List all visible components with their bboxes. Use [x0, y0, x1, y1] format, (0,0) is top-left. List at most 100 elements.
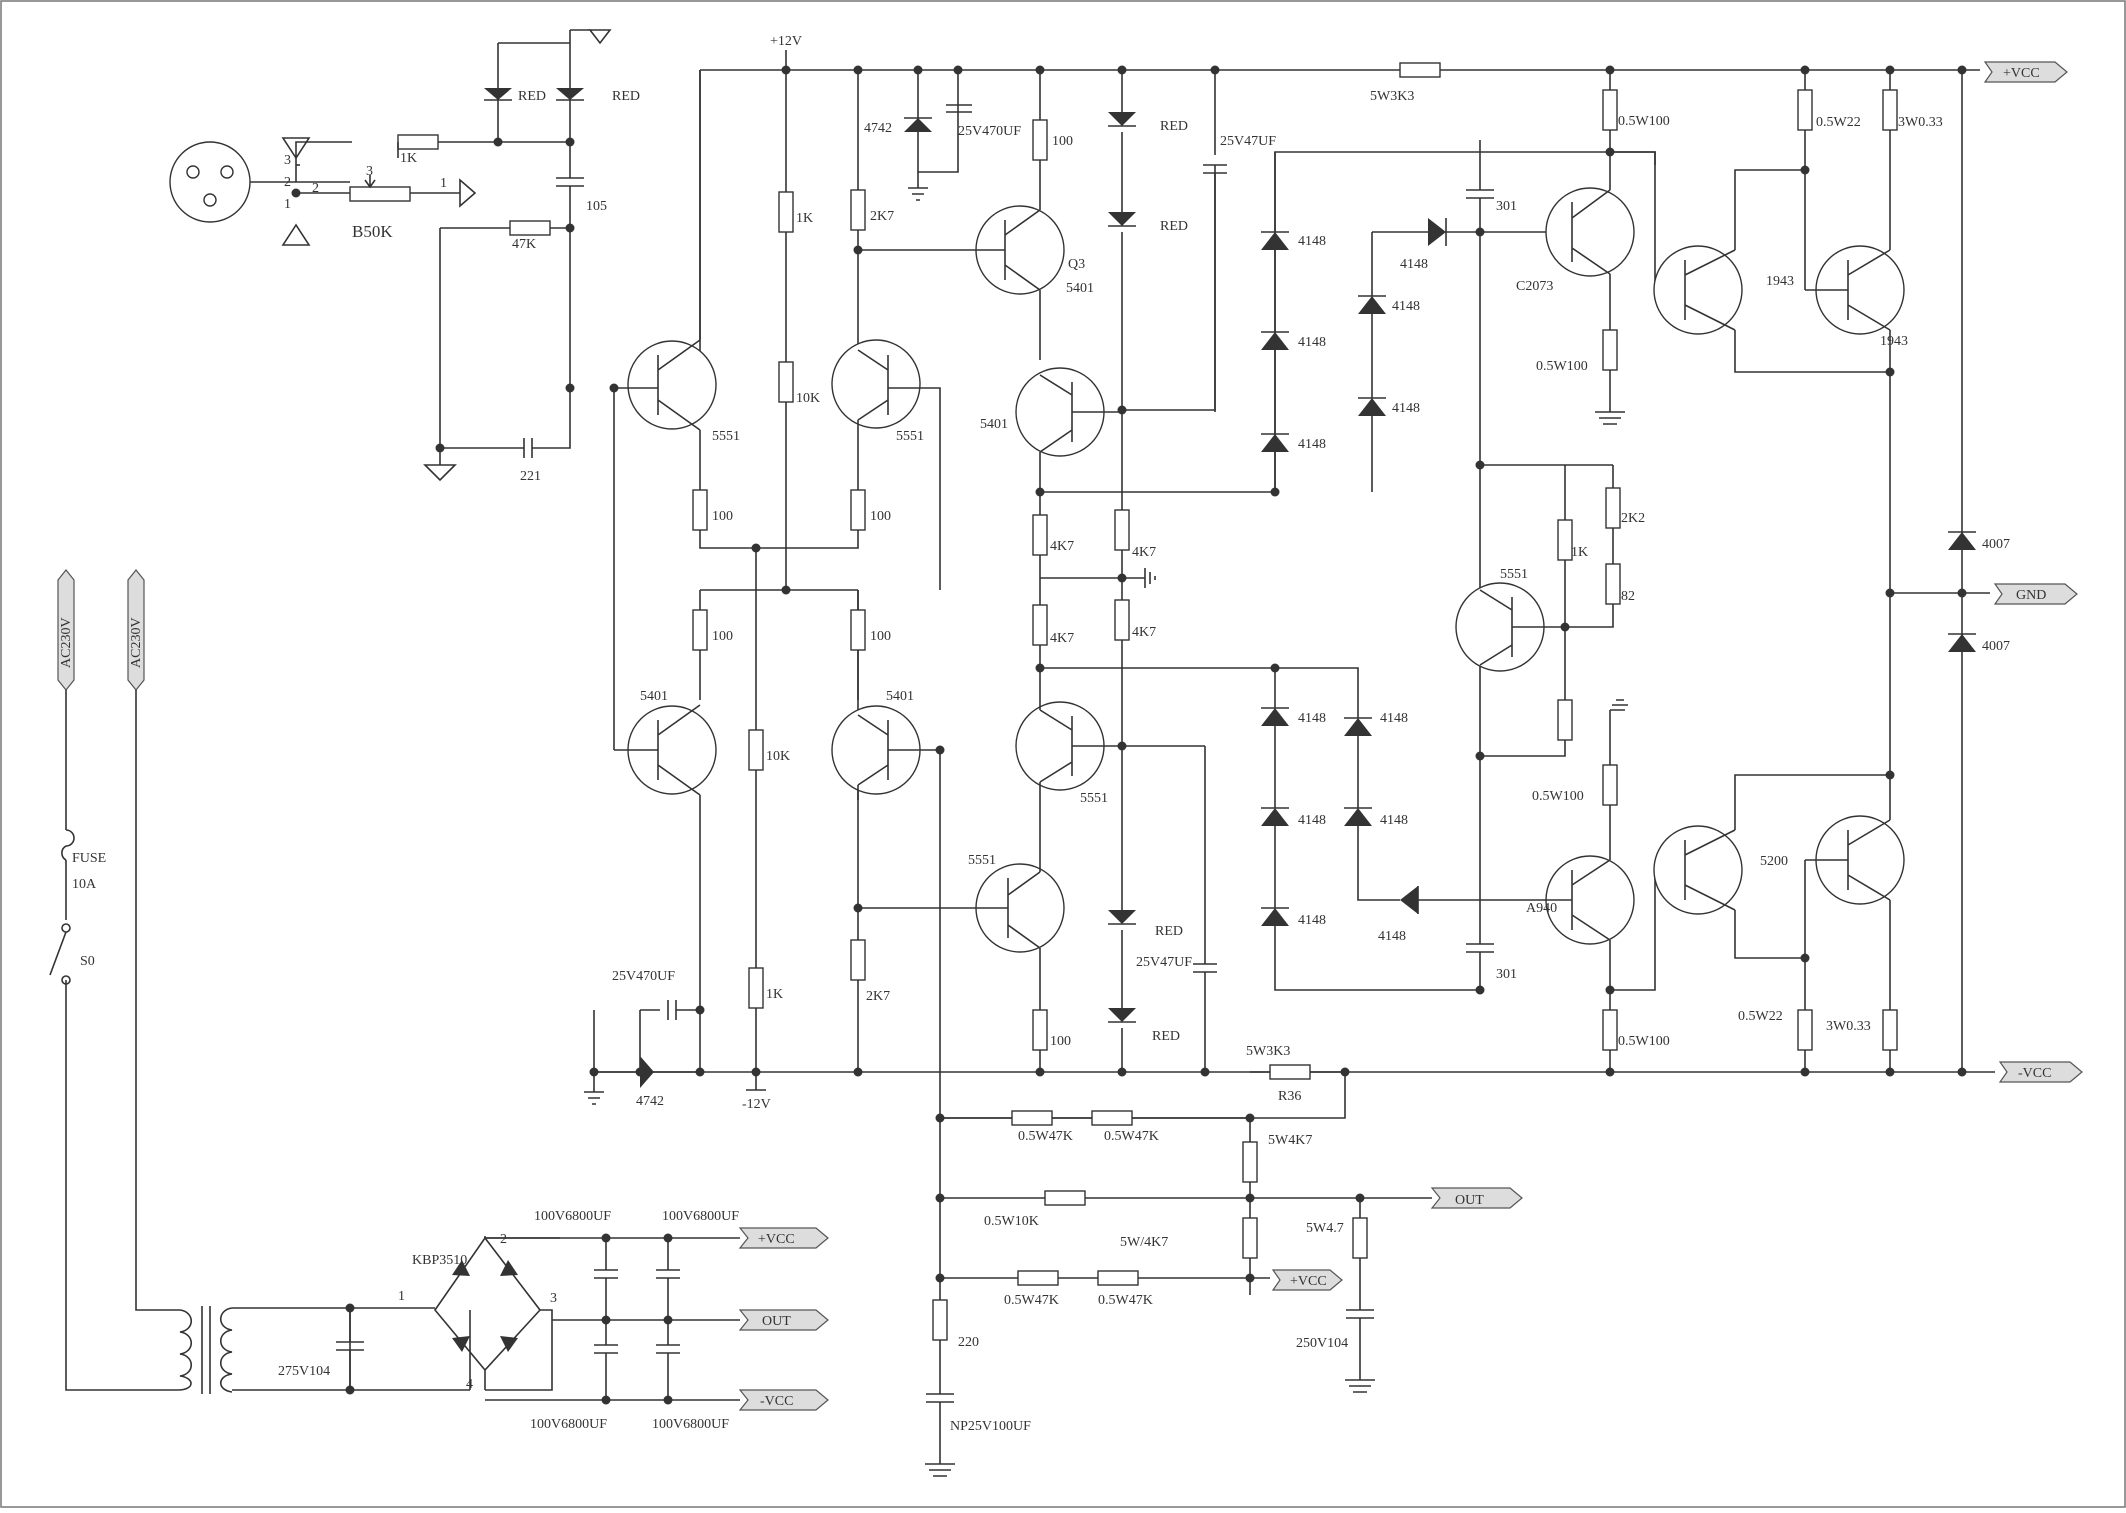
svg-text:5401: 5401	[640, 689, 668, 704]
svg-text:3: 3	[284, 153, 291, 168]
svg-text:5551: 5551	[896, 429, 924, 444]
output-transistors-bottom: 5200 0.5W22 3W0.33	[1653, 372, 1905, 1072]
diode-string-lower: 4148 4148 4148 4148 4148 4148	[1040, 667, 1480, 991]
svg-text:100: 100	[712, 509, 733, 524]
svg-text:10A: 10A	[72, 877, 97, 892]
svg-text:4148: 4148	[1298, 813, 1326, 828]
input-resistor-1k: 1K	[397, 134, 570, 166]
front-zener-bottom: 25V470UF 4742 -12V	[584, 969, 771, 1112]
svg-text:4148: 4148	[1400, 257, 1428, 272]
pot-b50k: 3 1 B50K	[296, 164, 477, 241]
vas-resistors: 4K7 4K7 4K7 4K7	[1032, 370, 1156, 740]
svg-text:1943: 1943	[1766, 274, 1794, 289]
svg-text:A940: A940	[1526, 901, 1557, 916]
svg-text:100: 100	[1050, 1034, 1071, 1049]
svg-text:0.5W22: 0.5W22	[1738, 1009, 1783, 1024]
svg-text:5551: 5551	[968, 853, 996, 868]
svg-text:+12V: +12V	[770, 34, 802, 49]
svg-text:100V6800UF: 100V6800UF	[534, 1209, 611, 1224]
svg-text:5401: 5401	[886, 689, 914, 704]
svg-text:4148: 4148	[1298, 711, 1326, 726]
svg-text:Q3: Q3	[1068, 257, 1085, 272]
svg-text:4742: 4742	[864, 121, 892, 136]
svg-text:220: 220	[958, 1335, 979, 1350]
svg-text:+VCC: +VCC	[2003, 66, 2040, 81]
svg-text:2: 2	[284, 175, 291, 190]
svg-text:100: 100	[1052, 134, 1073, 149]
svg-text:+VCC: +VCC	[1290, 1274, 1327, 1289]
svg-text:250V104: 250V104	[1296, 1336, 1348, 1351]
svg-text:0.5W100: 0.5W100	[1618, 1034, 1670, 1049]
svg-text:0.5W100: 0.5W100	[1536, 359, 1588, 374]
svg-text:+VCC: +VCC	[758, 1232, 795, 1247]
rail-resistor-5w3k3: 5W3K3	[1370, 62, 1441, 104]
svg-text:1: 1	[440, 176, 447, 191]
svg-text:4148: 4148	[1378, 929, 1406, 944]
filter-caps: 100V6800UF 100V6800UF 100V6800UF 100V680…	[485, 1209, 829, 1432]
svg-text:GND: GND	[2016, 588, 2046, 603]
svg-text:25V470UF: 25V470UF	[612, 969, 675, 984]
transistor-vas-q3: Q3 5401	[860, 205, 1094, 360]
transistor-q3-5401: 5401	[613, 388, 717, 1072]
svg-text:1: 1	[284, 197, 291, 212]
vas-led-string-bottom: RED RED 25V47UF	[1108, 740, 1217, 1072]
svg-text:4K7: 4K7	[1132, 625, 1156, 640]
transistor-vas-q-5401: 5401	[980, 165, 1216, 492]
svg-text:5551: 5551	[1500, 567, 1528, 582]
svg-text:AC230V: AC230V	[129, 617, 144, 668]
svg-text:-VCC: -VCC	[2018, 1066, 2051, 1081]
svg-text:0.5W47K: 0.5W47K	[1098, 1293, 1153, 1308]
svg-text:5200: 5200	[1760, 854, 1788, 869]
svg-text:RED: RED	[1155, 924, 1183, 939]
svg-text:3W0.33: 3W0.33	[1826, 1019, 1871, 1034]
svg-text:47K: 47K	[512, 237, 536, 252]
svg-text:3: 3	[550, 1291, 557, 1306]
svg-text:301: 301	[1496, 199, 1517, 214]
svg-text:5W/4K7: 5W/4K7	[1120, 1235, 1168, 1250]
rail-diodes-4007: 4007 4007	[1948, 531, 2010, 654]
svg-text:10K: 10K	[796, 391, 820, 406]
net-gnd: GND	[1993, 583, 2078, 605]
svg-text:4007: 4007	[1982, 537, 2010, 552]
svg-text:RED: RED	[1160, 219, 1188, 234]
feedback-cap-221: 221	[423, 388, 571, 484]
svg-text:3W0.33: 3W0.33	[1898, 115, 1943, 130]
svg-text:2: 2	[312, 181, 319, 196]
transistor-q4-5401: 5401	[831, 689, 941, 1260]
svg-text:OUT: OUT	[1455, 1193, 1484, 1208]
input-cap-105: 105	[556, 142, 607, 388]
svg-text:25V470UF: 25V470UF	[958, 124, 1021, 139]
transformer: 275V104	[177, 1306, 471, 1394]
svg-text:AC230V: AC230V	[59, 617, 74, 668]
svg-text:25V47UF: 25V47UF	[1136, 955, 1192, 970]
svg-text:5W3K3: 5W3K3	[1246, 1044, 1290, 1059]
plus12-net: +12V	[770, 34, 802, 70]
svg-text:RED: RED	[518, 89, 546, 104]
svg-text:0.5W47K: 0.5W47K	[1104, 1129, 1159, 1144]
front-resistors: 1K 10K 10K 1K 2K7 2K7	[699, 70, 894, 1072]
front-zener-top: 4742 25V470UF	[864, 70, 1021, 201]
svg-text:275V104: 275V104	[278, 1364, 330, 1379]
svg-text:301: 301	[1496, 967, 1517, 982]
svg-text:2K7: 2K7	[866, 989, 890, 1004]
svg-text:2: 2	[500, 1232, 507, 1247]
svg-text:1K: 1K	[766, 987, 783, 1002]
svg-text:R36: R36	[1278, 1089, 1301, 1104]
svg-text:1K: 1K	[796, 211, 813, 226]
svg-text:221: 221	[520, 469, 541, 484]
output-transistors-top: 1943 1943 0.5W22 3W0.33	[1653, 70, 1943, 373]
svg-text:4: 4	[466, 1377, 473, 1392]
svg-text:5W3K3: 5W3K3	[1370, 89, 1414, 104]
transistor-q1-5551: 5551	[614, 70, 740, 490]
svg-text:-12V: -12V	[742, 1097, 771, 1112]
net-vcc-pos: +VCC	[1983, 61, 2068, 83]
svg-text:5551: 5551	[1080, 791, 1108, 806]
svg-text:4148: 4148	[1392, 401, 1420, 416]
svg-text:S0: S0	[80, 954, 95, 969]
svg-text:0.5W100: 0.5W100	[1532, 789, 1584, 804]
svg-text:100V6800UF: 100V6800UF	[530, 1417, 607, 1432]
svg-text:4007: 4007	[1982, 639, 2010, 654]
